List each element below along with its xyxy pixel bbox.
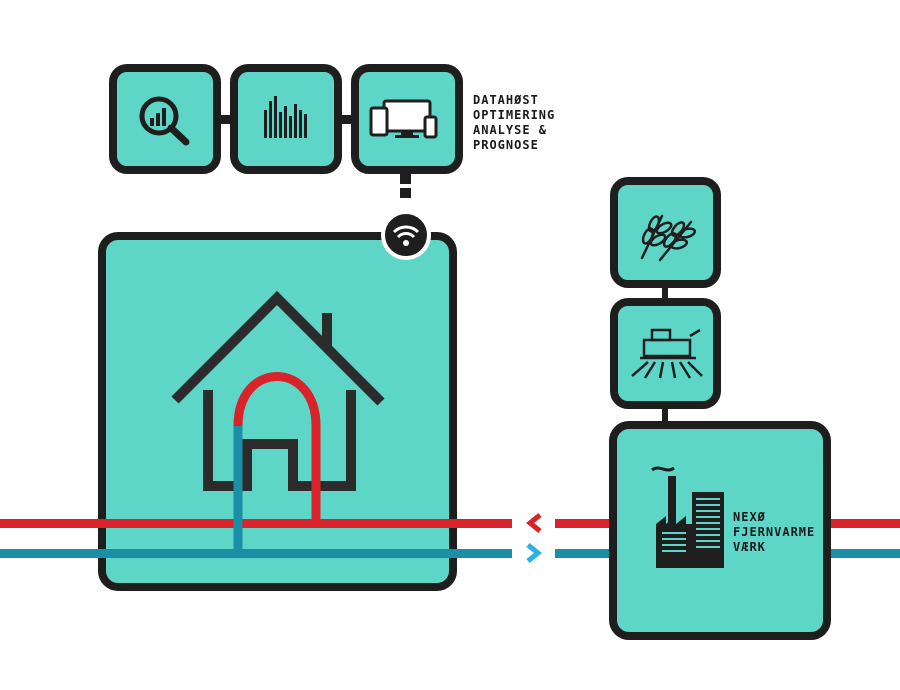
data-line-3: ANALYSE &: [473, 123, 548, 137]
plant-name-label: NEXØ FJERNVARME VÆRK: [733, 510, 815, 555]
data-services-label: DATAHØST OPTIMERING ANALYSE & PROGNOSE: [473, 93, 555, 153]
house-box: [98, 232, 457, 591]
house-icon: [171, 290, 385, 491]
top-connectors: [215, 115, 411, 198]
harvester-box: [610, 298, 721, 409]
right-connectors: [662, 285, 668, 425]
data-line-2: OPTIMERING: [473, 108, 556, 122]
supply-pipe-out: [831, 519, 900, 528]
return-pipe-out: [831, 549, 900, 558]
data-line-1: DATAHØST: [473, 93, 539, 107]
return-pipe-left: [0, 549, 512, 558]
bar-chart-icon: [264, 96, 307, 138]
plant-line-2: FJERNVARME: [733, 525, 816, 539]
heating-loop: [233, 372, 321, 553]
arrow-right-icon: [523, 541, 547, 565]
supply-pipe-left: [0, 519, 512, 528]
devices-icon: [369, 99, 438, 139]
factory-windows: [662, 498, 720, 552]
magnifier-chart-icon: [139, 96, 190, 146]
data-line-4: PROGNOSE: [473, 138, 539, 152]
wifi-icon: [381, 210, 431, 260]
harvester-icon: [631, 328, 703, 379]
plant-line-3: VÆRK: [733, 540, 766, 554]
wheat-icon: [640, 214, 697, 262]
arrow-left-icon: [521, 511, 545, 535]
plant-line-1: NEXØ: [733, 510, 766, 524]
